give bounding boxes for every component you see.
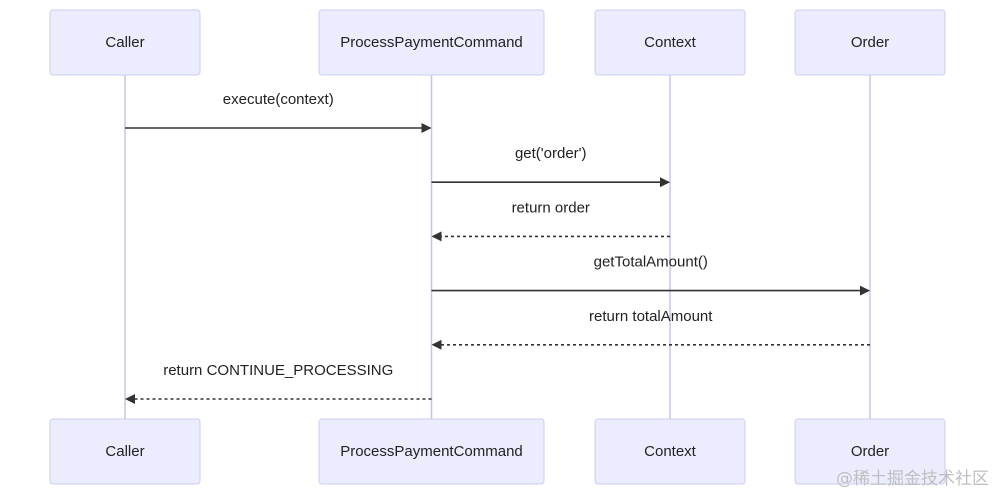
actor-box: [594, 9, 746, 76]
message-label: return order: [512, 199, 590, 216]
actor-label: Context: [644, 34, 697, 51]
watermark-text: @稀土掘金技术社区: [836, 469, 989, 489]
actor-label: Caller: [105, 34, 144, 51]
actor-box: [49, 418, 201, 485]
actor-label: Context: [644, 443, 697, 460]
message-label: return CONTINUE_PROCESSING: [163, 362, 393, 379]
message-3: return order: [431, 199, 670, 242]
actor-caller-top: Caller: [49, 9, 201, 76]
actor-context-top: Context: [594, 9, 746, 76]
actor-context-bottom: Context: [594, 418, 746, 485]
actor-order-top: Order: [794, 9, 946, 76]
actor-box: [794, 9, 946, 76]
actor-box: [318, 9, 545, 76]
actor-caller-bottom: Caller: [49, 418, 201, 485]
actor-label: Order: [851, 443, 889, 460]
message-6: return CONTINUE_PROCESSING: [125, 362, 432, 404]
actor-label: ProcessPaymentCommand: [340, 34, 523, 51]
message-label: get('order'): [515, 145, 587, 162]
actor-label: Order: [851, 34, 889, 51]
message-5: return totalAmount: [431, 308, 870, 350]
actor-box: [594, 418, 746, 485]
actor-box: [318, 418, 545, 485]
actor-process-top: ProcessPaymentCommand: [318, 9, 545, 76]
message-2: get('order'): [431, 145, 670, 188]
message-label: execute(context): [223, 91, 334, 108]
message-label: return totalAmount: [589, 308, 713, 325]
message-4: getTotalAmount(): [431, 254, 870, 296]
actor-order-bottom: Order: [794, 418, 946, 485]
actor-label: Caller: [105, 443, 144, 460]
actor-box: [794, 418, 946, 485]
actor-process-bottom: ProcessPaymentCommand: [318, 418, 545, 485]
actor-box: [49, 9, 201, 76]
actor-label: ProcessPaymentCommand: [340, 443, 523, 460]
message-label: getTotalAmount(): [594, 254, 708, 271]
message-1: execute(context): [125, 91, 432, 133]
